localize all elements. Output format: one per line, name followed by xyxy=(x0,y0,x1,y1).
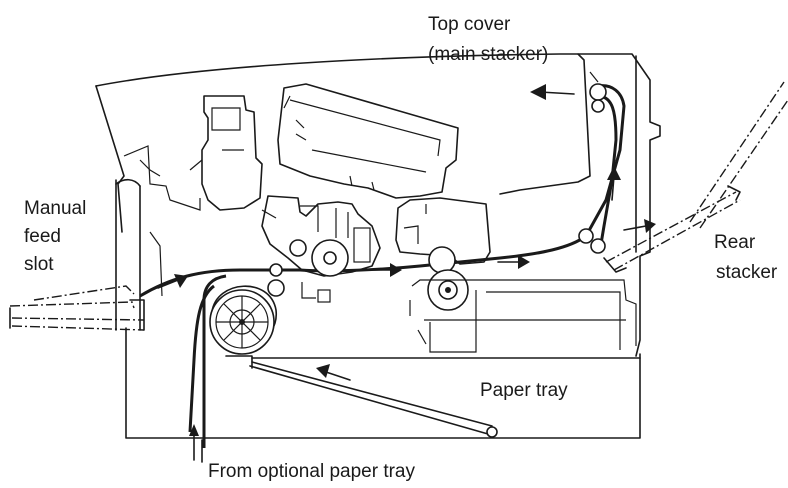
label-manual: Manual xyxy=(24,198,87,219)
top-cover-inner xyxy=(123,145,201,297)
paper-tray xyxy=(225,355,641,438)
label-leaders xyxy=(589,71,599,83)
pickup-roller xyxy=(209,285,277,355)
lower-right-mechanism xyxy=(301,279,637,353)
label-optional-paper-tray: From optional paper tray xyxy=(208,461,415,482)
paper-flow-arrows xyxy=(157,84,656,461)
label-stacker: stacker xyxy=(716,262,778,283)
label-main-stacker: (main stacker) xyxy=(428,44,549,65)
rollers xyxy=(267,83,607,311)
label-rear: Rear xyxy=(714,232,756,253)
optics-unit xyxy=(277,83,459,199)
drum-unit xyxy=(261,195,381,277)
toner-cartridge xyxy=(189,95,263,211)
rear-stacker-tray xyxy=(603,81,788,273)
manual-feed-tray xyxy=(9,285,145,331)
label-slot: slot xyxy=(24,254,54,275)
label-feed: feed xyxy=(24,226,61,247)
label-top-cover: Top cover xyxy=(428,14,511,35)
exit-roller xyxy=(589,83,607,101)
printer-housing xyxy=(95,53,661,463)
fuser-unit xyxy=(395,197,491,265)
label-paper-tray: Paper tray xyxy=(480,380,568,401)
